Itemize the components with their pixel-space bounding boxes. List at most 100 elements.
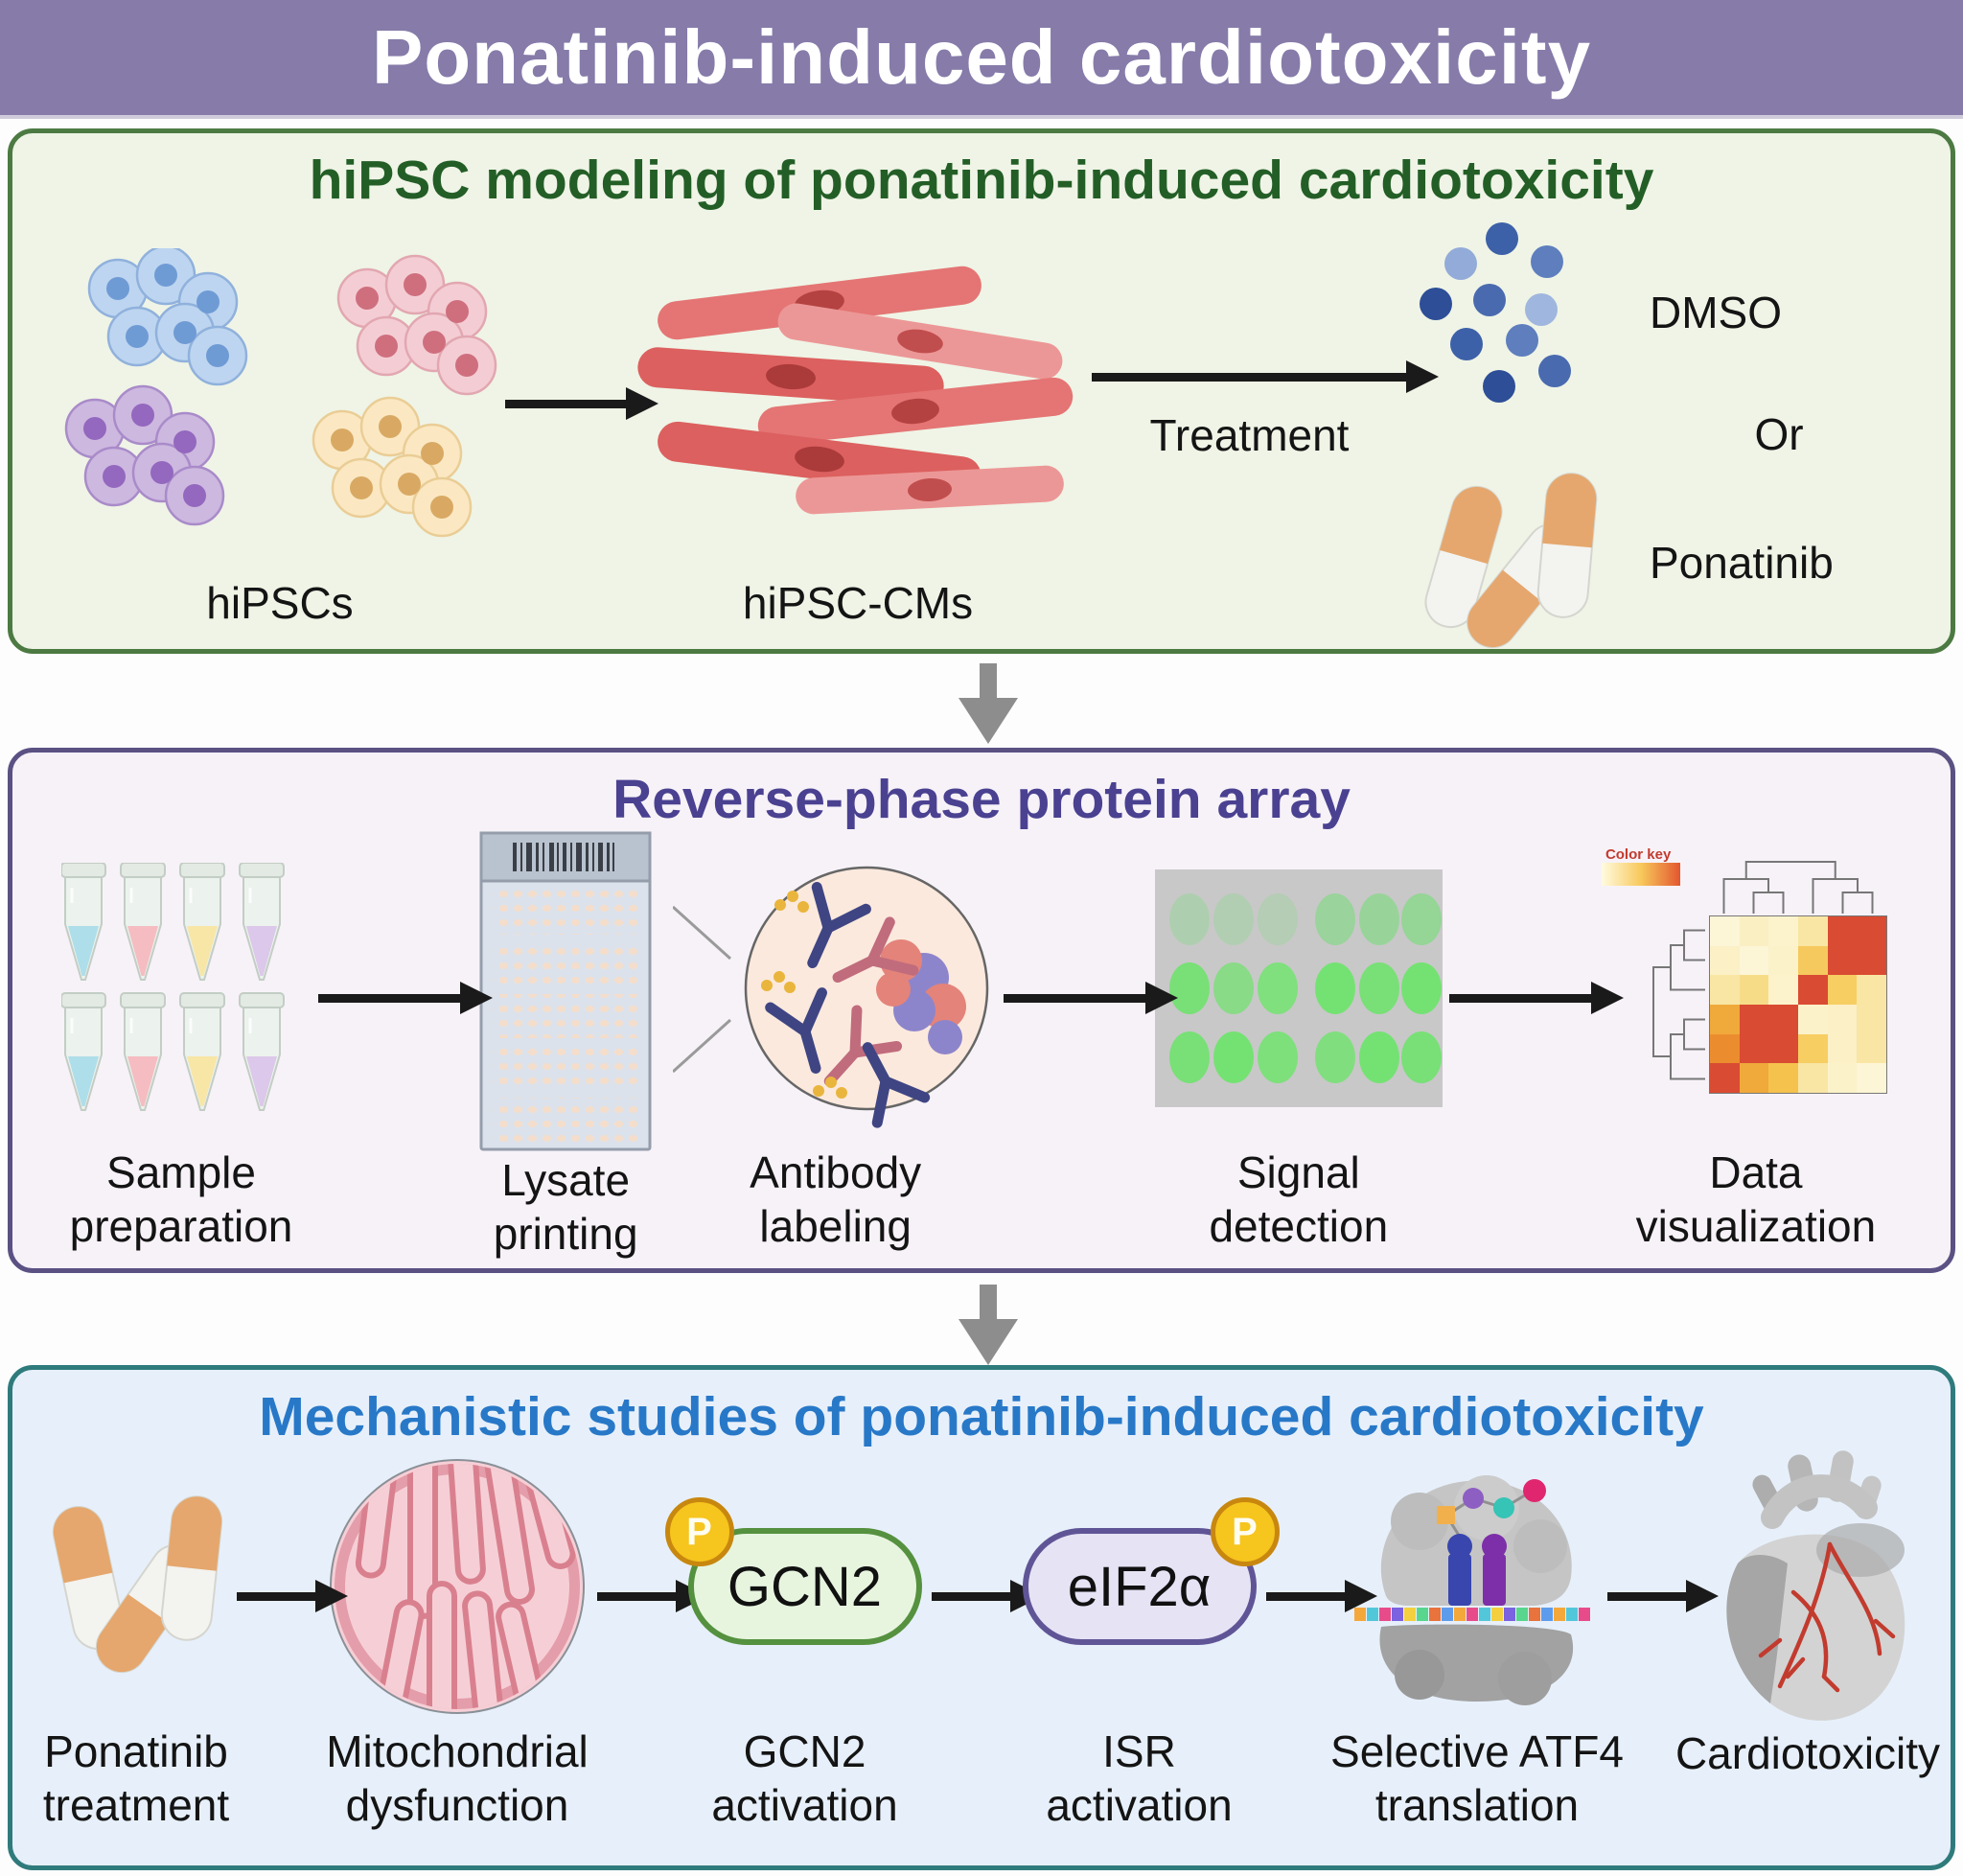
ponatinib-capsules-icon — [47, 1493, 225, 1683]
sample-preparation-label: Sample preparation — [69, 1147, 293, 1252]
phospho-badge: P — [664, 1497, 734, 1566]
heatmap-cell — [1857, 1004, 1886, 1034]
heatmap-cell — [1797, 1004, 1828, 1034]
isr-activation-label: ISR activation — [1046, 1726, 1233, 1831]
mitochondrion-icon — [330, 1459, 585, 1714]
gcn2-protein: P GCN2 — [664, 1497, 922, 1645]
eif2a-text: eIF2α — [1067, 1555, 1212, 1618]
panel-rppa: Reverse-phase protein array Sample — [8, 748, 1955, 1273]
heatmap-cell — [1739, 945, 1769, 976]
color-key-gradient — [1601, 863, 1680, 886]
antibody-labeling-label: Antibody labeling — [750, 1147, 922, 1252]
heatmap-cell — [1797, 916, 1828, 946]
left-dendrogram-icon — [1651, 929, 1705, 1080]
step-ponatinib-treatment: Ponatinib treatment — [35, 1448, 237, 1840]
arrow-right-icon — [932, 1580, 1043, 1612]
array-slide-icon — [479, 831, 652, 1151]
hipsc-cms-label: hiPSC-CMs — [742, 578, 974, 628]
color-key-label: Color key — [1605, 846, 1672, 863]
cardiomyocytes-icon — [637, 266, 1074, 515]
step-antibody-labeling: Antibody labeling — [670, 831, 1002, 1261]
heatmap-cell — [1739, 1033, 1769, 1064]
heatmap-grid — [1708, 915, 1887, 1094]
top-dendrogram-icon — [1722, 861, 1874, 914]
figure-title: Ponatinib-induced cardiotoxicity — [371, 14, 1592, 100]
ponatinib-capsules-icon — [1419, 471, 1600, 659]
panel-mechanism: Mechanistic studies of ponatinib-induced… — [8, 1365, 1955, 1870]
heatmap-cell — [1797, 1063, 1828, 1093]
heatmap-color-key: Color key — [1601, 846, 1680, 886]
sample-tubes-icon — [61, 863, 286, 1112]
heatmap-cell — [1857, 916, 1886, 946]
heatmap-cell — [1739, 1004, 1769, 1034]
ponatinib-label: Ponatinib — [1650, 538, 1834, 588]
step-hipsc-cms: hiPSC-CMs — [628, 212, 1088, 645]
heatmap-cell — [1827, 1063, 1858, 1093]
step-data-visualization: Color key — [1596, 831, 1916, 1261]
arrow-right-icon — [237, 1580, 348, 1612]
heatmap-cell — [1739, 916, 1769, 946]
heatmap-cell — [1709, 1033, 1740, 1064]
heatmap-cell — [1827, 945, 1858, 976]
heatmap-cell — [1709, 1063, 1740, 1093]
signal-array-icon — [1154, 869, 1443, 1107]
panel1-title: hiPSC modeling of ponatinib-induced card… — [309, 150, 1654, 211]
heatmap-cell — [1739, 975, 1769, 1005]
heatmap-cell — [1768, 1004, 1798, 1034]
panel2-title: Reverse-phase protein array — [612, 769, 1351, 830]
panel-hipsc-modeling: hiPSC modeling of ponatinib-induced card… — [8, 128, 1955, 659]
eif2a-protein: P eIF2α — [1022, 1497, 1280, 1645]
arrow-right-icon — [1449, 982, 1625, 1014]
step-lysate-printing: Lysate printing — [464, 831, 667, 1261]
arrow-right-icon — [317, 982, 493, 1014]
dmso-label: DMSO — [1650, 288, 1782, 337]
atf4-translation-label: Selective ATF4 translation — [1330, 1726, 1624, 1831]
dmso-droplets-icon — [1420, 222, 1571, 403]
heatmap-cell — [1739, 1063, 1769, 1093]
cardiotoxicity-label: Cardiotoxicity — [1674, 1728, 1941, 1778]
heatmap-cell — [1709, 975, 1740, 1005]
step-sample-preparation: Sample preparation — [47, 831, 315, 1261]
heatmap-cell — [1768, 1063, 1798, 1093]
step-signal-detection: Signal detection — [1150, 831, 1447, 1261]
treatment-arrow: Treatment — [1088, 212, 1439, 645]
arrow-right-icon — [1004, 982, 1179, 1014]
panel3-title: Mechanistic studies of ponatinib-induced… — [259, 1386, 1704, 1448]
heatmap-cell — [1797, 975, 1828, 1005]
figure-title-bar: Ponatinib-induced cardiotoxicity — [0, 0, 1963, 119]
heatmap-cell — [1857, 945, 1886, 976]
heatmap-cell — [1827, 916, 1858, 946]
heart-icon — [1726, 1450, 1905, 1721]
step-isr-activation: P eIF2α ISR activation — [1012, 1448, 1280, 1840]
heatmap-cell — [1709, 945, 1740, 976]
hipscs-label: hiPSCs — [206, 578, 354, 628]
heatmap-cell — [1709, 916, 1740, 946]
arrow-right-icon — [1266, 1580, 1377, 1612]
heatmap-cell — [1797, 945, 1828, 976]
or-label: Or — [1754, 409, 1804, 459]
step-atf4-translation: Selective ATF4 translation — [1330, 1448, 1624, 1840]
step-hipscs: hiPSCs — [55, 212, 505, 645]
arrow-right-icon — [1607, 1580, 1719, 1612]
hipsc-colonies-icon — [66, 247, 496, 536]
heatmap-cell — [1827, 975, 1858, 1005]
gcn2-text: GCN2 — [727, 1555, 883, 1618]
treatment-label: Treatment — [1149, 410, 1350, 460]
step-gcn2-activation: P GCN2 GCN2 activation — [664, 1448, 932, 1840]
arrow-right-icon — [597, 1580, 708, 1612]
ribosome-icon — [1354, 1475, 1590, 1705]
phospho-badge: P — [1210, 1497, 1280, 1566]
arrow-down-icon — [958, 1285, 1018, 1365]
heatmap-cell — [1797, 1033, 1828, 1064]
heatmap-cell — [1768, 975, 1798, 1005]
heatmap-cell — [1827, 1004, 1858, 1034]
arrow-down-icon — [958, 663, 1018, 744]
treatment-options: DMSO Or Ponatinib — [1411, 212, 1908, 659]
heatmap-cell — [1768, 916, 1798, 946]
data-visualization-label: Data visualization — [1635, 1147, 1877, 1252]
gcn2-activation-label: GCN2 activation — [711, 1726, 898, 1831]
antibody-magnifier-icon — [672, 866, 988, 1123]
heatmap-icon: Color key — [1601, 845, 1910, 1132]
heatmap-cell — [1709, 1004, 1740, 1034]
